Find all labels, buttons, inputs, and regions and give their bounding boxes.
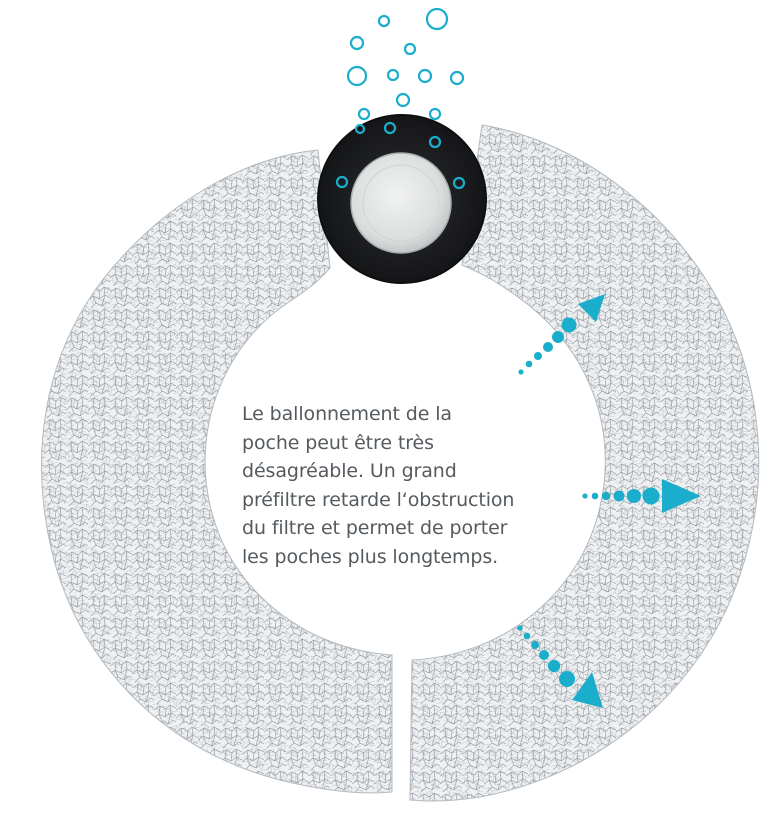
- caption-line: désagréable. Un grand: [242, 457, 572, 486]
- carbon-filter: [318, 115, 486, 283]
- caption-line: préfiltre retarde l‘obstruction: [242, 486, 572, 515]
- caption-line: Le ballonnement de la: [242, 400, 572, 429]
- caption-line: du filtre et permet de porter: [242, 514, 572, 543]
- caption-line: poche peut être très: [242, 429, 572, 458]
- filter-center-disc: [351, 153, 451, 253]
- caption-line: les poches plus longtemps.: [242, 543, 572, 572]
- caption-text: Le ballonnement de la poche peut être tr…: [242, 400, 572, 571]
